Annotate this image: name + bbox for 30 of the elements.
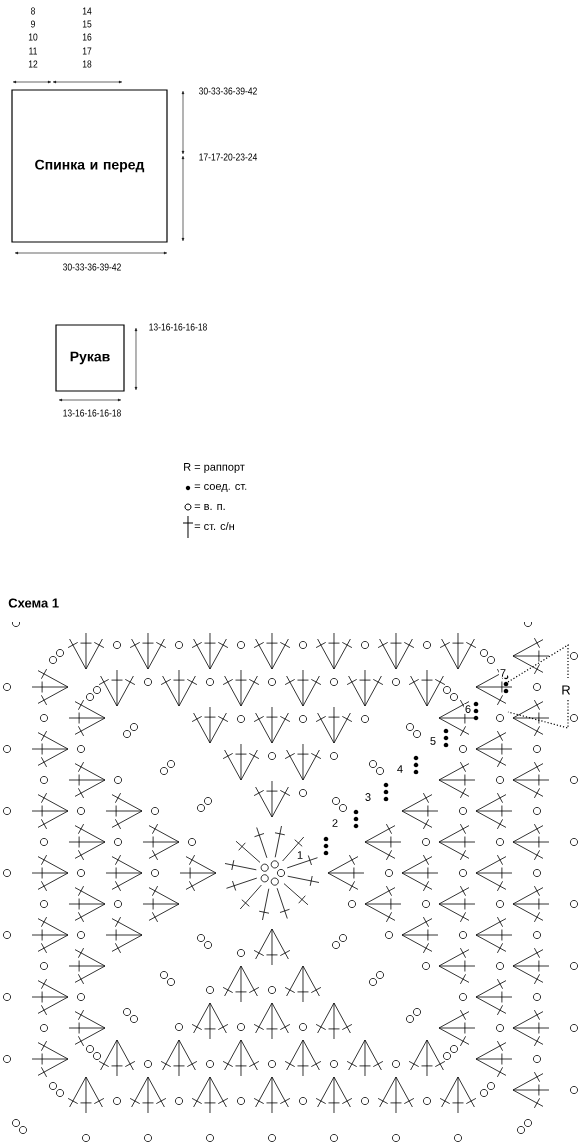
repeat-mark: R (562, 685, 571, 695)
row-number: 3 (363, 792, 373, 802)
row-number: 4 (395, 764, 405, 774)
dimension-label: 13-16-16-16-18 (63, 409, 121, 417)
dimension-label: 30-33-36-39-42 (199, 87, 257, 95)
part-box: Рукав (55, 324, 125, 392)
legend-item: = в. п. (184, 503, 225, 511)
dimension-label: 9 (31, 20, 35, 28)
dimension-label: 17-17-20-23-24 (199, 153, 258, 161)
row-number: 7 (498, 668, 508, 678)
dimension-label: 13-16-16-16-18 (149, 323, 207, 331)
dimension-label: 10 (28, 33, 38, 41)
row-number: 1 (295, 850, 305, 860)
part-box: Спинка и перед (11, 89, 168, 243)
dimension-label: 14 (82, 7, 92, 15)
dimension-label: 18 (82, 60, 92, 68)
legend-item: = ст. с/н (182, 515, 234, 539)
chart-title: Схема 1 (8, 598, 59, 608)
dimension-label: 16 (82, 33, 92, 41)
dimension-label: 15 (82, 20, 92, 28)
dimension-label: 11 (29, 47, 37, 55)
dimension-label: 12 (28, 60, 38, 68)
row-number: 5 (428, 736, 438, 746)
legend-item: R = раппорт (184, 463, 245, 473)
dimension-label: 8 (31, 7, 35, 15)
row-number: 6 (463, 704, 473, 714)
row-number: 2 (330, 818, 340, 828)
dimension-label: 30-33-36-39-42 (63, 263, 121, 271)
dimension-label: 17 (82, 47, 92, 55)
legend-item: = соед. ст. (185, 483, 247, 493)
